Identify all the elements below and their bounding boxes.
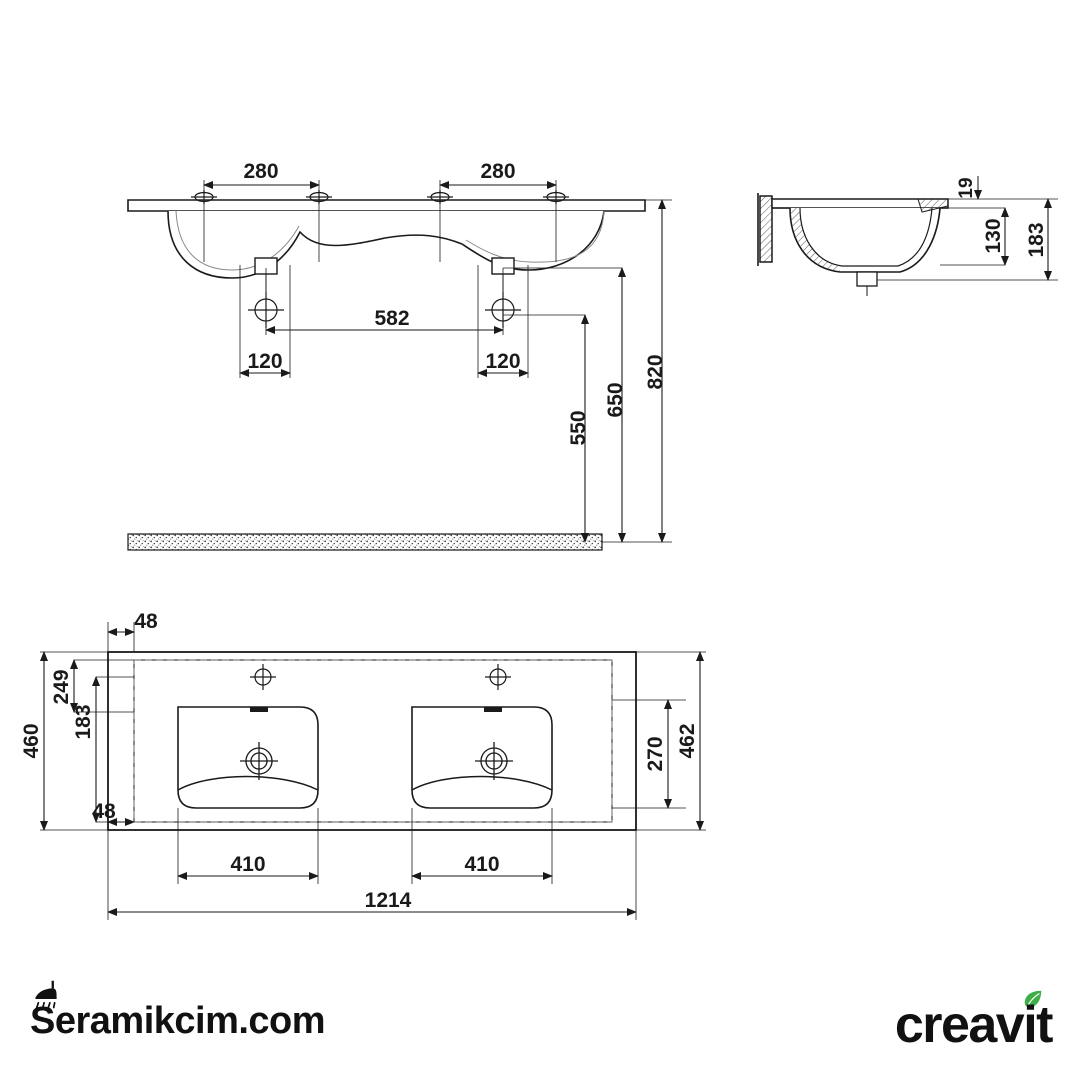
dim-582-label: 582 bbox=[374, 307, 409, 330]
dim-280-left: 280 bbox=[203, 160, 320, 189]
dim-410-right-label: 410 bbox=[464, 853, 499, 876]
dim-270-label: 270 bbox=[644, 736, 667, 771]
dim-249-label: 249 bbox=[50, 669, 73, 704]
shower-head-icon bbox=[35, 980, 57, 1011]
front-waste-outlets bbox=[254, 257, 515, 300]
dim-270: 270 bbox=[644, 699, 672, 809]
dim-19-label: 19 bbox=[956, 177, 977, 198]
dim-48-top: 48 bbox=[107, 610, 158, 636]
plan-view bbox=[107, 651, 637, 831]
dim-460-label: 460 bbox=[20, 723, 43, 758]
dim-130-label: 130 bbox=[982, 218, 1005, 253]
dim-280-right: 280 bbox=[439, 160, 557, 189]
creavit-leaf-icon bbox=[1024, 990, 1042, 1008]
dim-1214: 1214 bbox=[107, 889, 637, 916]
dim-183-plan-label: 183 bbox=[72, 704, 95, 739]
dim-130: 130 bbox=[982, 207, 1009, 266]
dim-462-label: 462 bbox=[676, 723, 699, 758]
dim-410-left-label: 410 bbox=[230, 853, 265, 876]
dim-183-side: 183 bbox=[1025, 198, 1052, 281]
dim-249: 249 bbox=[50, 659, 78, 713]
dim-183-plan: 183 bbox=[72, 676, 100, 823]
creavit-logo-text: creavit bbox=[894, 996, 1054, 1054]
dim-460: 460 bbox=[20, 651, 48, 831]
dim-120-left-label: 120 bbox=[247, 350, 282, 373]
dim-120-left: 120 bbox=[239, 350, 291, 377]
dim-550-label: 550 bbox=[567, 410, 590, 445]
dim-410-right: 410 bbox=[411, 853, 553, 880]
dim-820-label: 820 bbox=[644, 354, 667, 389]
dim-280-right-label: 280 bbox=[480, 160, 515, 183]
plan-extension-lines bbox=[40, 622, 706, 920]
dim-48-top-label: 48 bbox=[134, 610, 158, 633]
dim-48-bottom-label: 48 bbox=[92, 800, 116, 823]
front-extension-lines bbox=[203, 180, 557, 378]
dim-48-bottom: 48 bbox=[92, 800, 135, 826]
dim-582: 582 bbox=[265, 307, 504, 334]
floor-slab bbox=[127, 533, 603, 551]
dim-462: 462 bbox=[676, 651, 704, 831]
dim-120-right: 120 bbox=[477, 350, 529, 377]
front-vertical-dims: 550 650 820 bbox=[503, 199, 672, 543]
dim-280-left-label: 280 bbox=[243, 160, 278, 183]
dim-120-right-label: 120 bbox=[485, 350, 520, 373]
side-section-view bbox=[757, 193, 949, 296]
front-elevation-view bbox=[127, 199, 646, 279]
dim-650-label: 650 bbox=[604, 382, 627, 417]
dim-183-side-label: 183 bbox=[1025, 222, 1048, 257]
dim-410-left: 410 bbox=[177, 853, 319, 880]
dim-19: 19 bbox=[956, 176, 982, 200]
dim-1214-label: 1214 bbox=[365, 889, 412, 912]
side-extension-lines bbox=[877, 198, 1058, 281]
seramikcim-logo-text: Seramikcim.com bbox=[30, 1000, 326, 1042]
